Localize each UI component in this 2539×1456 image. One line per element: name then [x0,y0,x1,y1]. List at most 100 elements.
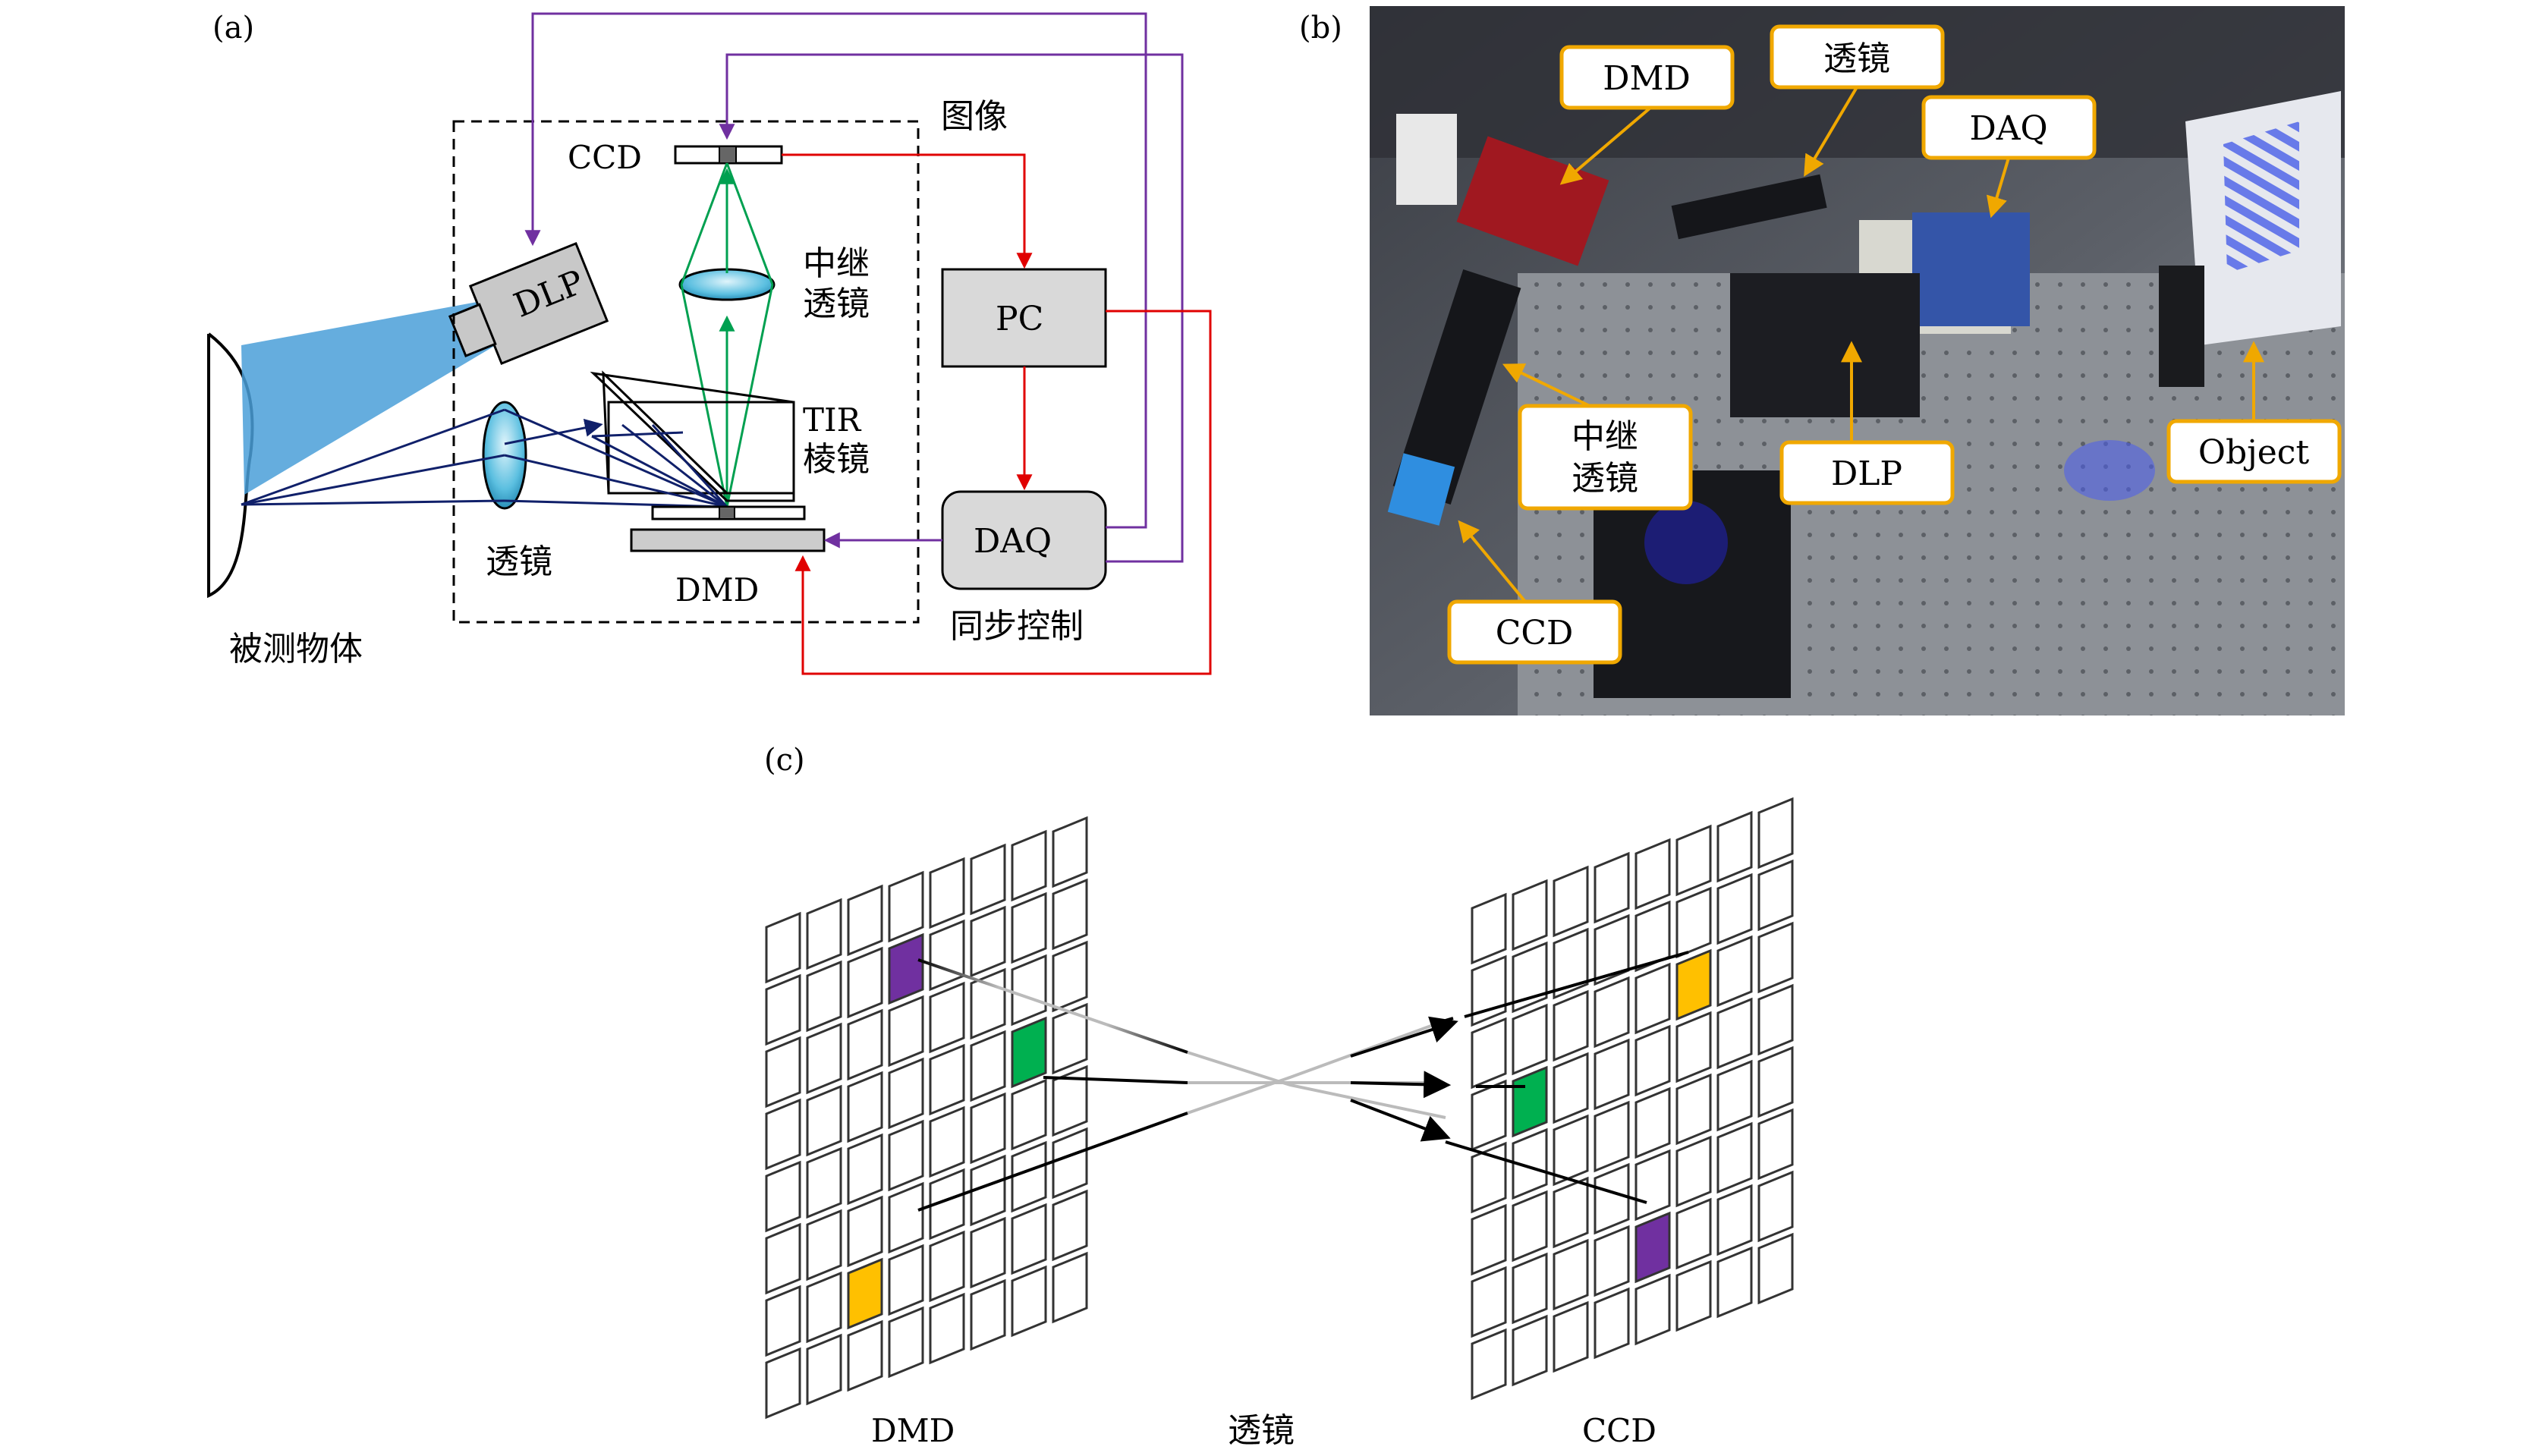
grid-pixel [806,1209,842,1281]
callout-lens-text: 透镜 [1823,39,1890,78]
grid-pixel [1675,1073,1712,1146]
callout-daq-text: DAQ [1969,109,2047,148]
measured-object-label: 被测物体 [229,630,363,668]
grid-pixel [1716,997,1753,1070]
grid-pixel [1512,1003,1548,1076]
grid-pixel [1634,962,1671,1035]
highlighted-pixel [1512,1065,1548,1138]
grid-pixel [806,1146,842,1219]
grid-pixel [1716,935,1753,1008]
grid-pixel [1594,851,1630,924]
callout-dmd: DMD [1559,45,1735,185]
grid-pixel [888,870,924,943]
grid-pixel [765,1222,801,1295]
relay-lens [678,268,776,301]
pc-box [941,268,1107,368]
grid-pixel [1471,892,1507,965]
grid-pixel [1052,1064,1088,1137]
panel-b-label: (b) [1299,11,1342,46]
grid-pixel [929,1043,965,1116]
grid-pixel [1512,1190,1548,1263]
grid-pixel [1471,1328,1507,1401]
grid-pixel [1716,1059,1753,1132]
callout-ccd: CCD [1447,520,1622,665]
blue-glow [2064,440,2155,501]
grid-pixel [1011,1265,1047,1338]
grid-pixel [765,1160,801,1233]
callout-dlp: DLP [1779,341,1955,505]
grid-pixel [929,1292,965,1365]
grid-pixel [1553,1300,1589,1373]
dmd-pixel-grid [765,816,1088,1420]
grid-pixel [1634,1086,1671,1159]
grid-pixel [1634,1149,1671,1222]
grid-pixel [1011,954,1047,1027]
grid-pixel [1011,829,1047,902]
grid-pixel [1471,1266,1507,1338]
grid-pixel [1716,810,1753,883]
grid-pixel [1594,1287,1630,1360]
relay-tube [1392,269,1521,505]
grid-pixel [1052,1189,1088,1262]
relay-lens-label-2: 透镜 [803,285,870,323]
grid-pixel [888,1181,924,1254]
grid-pixel [970,1154,1006,1227]
callout-dmd-text: DMD [1603,59,1691,98]
pc-label: PC [996,300,1043,338]
panel-c-label: (c) [764,743,805,778]
panel-a-label: (a) [212,11,254,46]
grid-pixel [1052,878,1088,951]
panel-a: (a) 被测物体 DLP CCD 图像 中继 透镜 [207,11,1212,675]
ccd-pixel [719,146,737,164]
grid-pixel [1011,1078,1047,1151]
grid-pixel [1011,1140,1047,1213]
dmd-pixel [719,506,735,520]
callout-ccd-text: CCD [1496,614,1574,653]
callout-relay-text-2: 透镜 [1572,459,1638,498]
relay-lens-label-1: 中继 [803,244,870,283]
grid-pixel [970,1216,1006,1289]
lens-label: 透镜 [486,542,552,581]
dlp-assembly [1730,273,1920,417]
grid-pixel [1716,1184,1753,1256]
grid-pixel [1716,1121,1753,1194]
grid-pixel [765,1036,801,1109]
relay-rays [680,162,774,508]
grid-pixel [1011,1203,1047,1275]
highlighted-pixel [888,932,924,1005]
grid-pixel [1553,865,1589,938]
grid-pixel [806,1084,842,1157]
grid-pixel [888,1244,924,1316]
grid-pixel [765,911,801,984]
callout-relay: 中继 透镜 [1502,363,1693,511]
grid-pixel [1471,1017,1507,1090]
grid-pixel [1553,1238,1589,1311]
grid-pixel [847,884,883,957]
highlighted-pixel [1634,1211,1671,1284]
grid-pixel [1553,989,1589,1062]
grid-pixel [929,919,965,992]
panel-b: (b) DMD 透镜 DAQ [1299,6,2345,715]
grid-pixel [765,1285,801,1357]
grid-pixel [888,1057,924,1130]
grid-pixel [1594,1162,1630,1235]
grid-pixel [970,1092,1006,1165]
callout-daq: DAQ [1921,95,2097,219]
panel-c: (c) DMD 透镜 CCD [764,743,1794,1450]
grid-pixel [1757,1046,1794,1118]
grid-pixel [1594,1100,1630,1173]
grid-pixel [1512,1127,1548,1200]
optical-enclosure [452,120,920,624]
grid-pixel [888,995,924,1068]
grid-pixel [1757,859,1794,932]
grid-pixel [970,905,1006,978]
grid-pixel [1052,1002,1088,1075]
daq-unit [1912,212,2030,326]
dmd-label: DMD [675,571,759,609]
grid-pixel [1634,1024,1671,1097]
lens-center-label: 透镜 [1228,1411,1295,1450]
grid-pixel [929,1168,965,1241]
grid-pixel [970,1278,1006,1351]
grid-pixel [1011,892,1047,964]
